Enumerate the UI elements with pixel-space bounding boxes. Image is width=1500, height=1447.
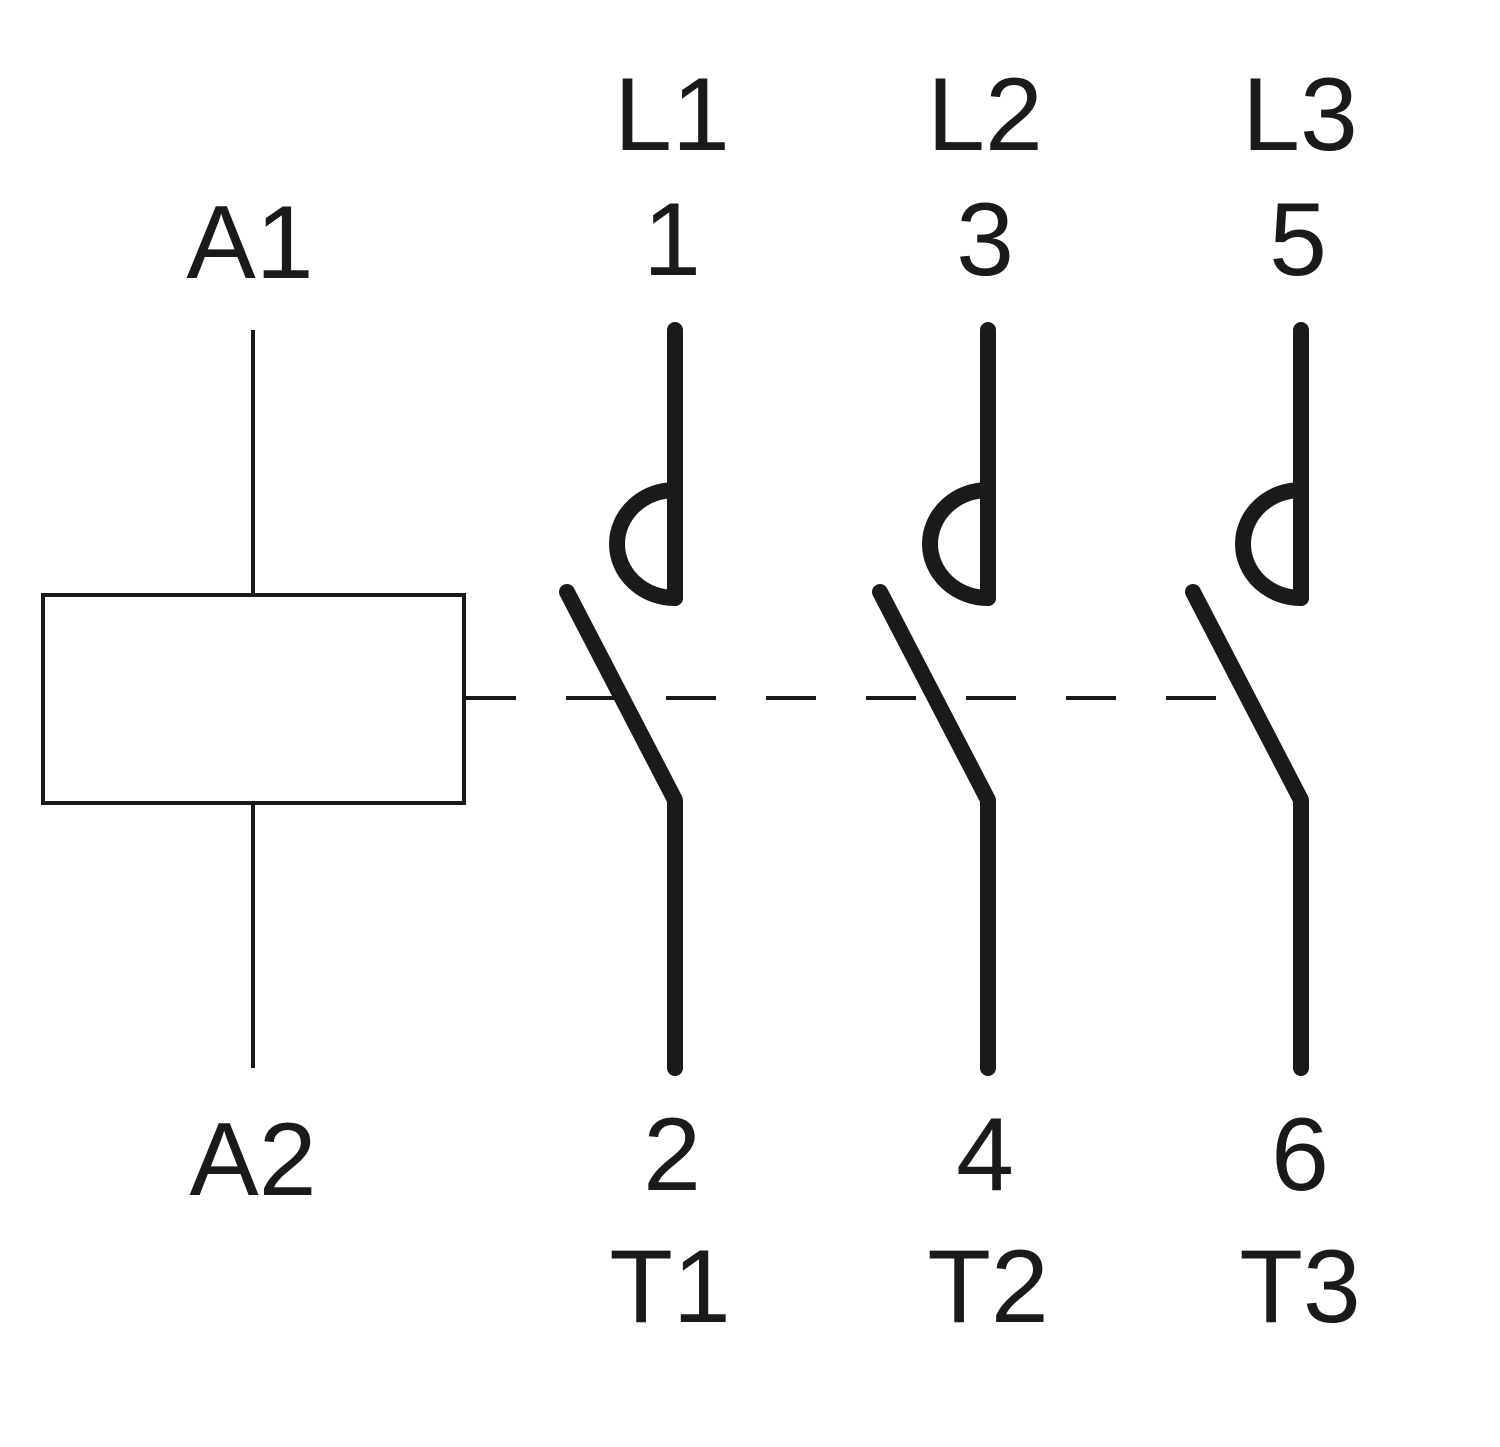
- pole-1-arc-chute: [609, 482, 683, 606]
- pole-2: L2 3 4 T2: [872, 57, 1049, 1345]
- pole-1-bottom-number: 2: [643, 1097, 701, 1213]
- coil-box: [41, 593, 466, 805]
- pole-2-load-label: T2: [927, 1229, 1048, 1345]
- pole-1-moving-contact: [559, 584, 683, 1076]
- pole-1-load-label: T1: [609, 1229, 730, 1345]
- coil: A1 A2: [41, 185, 466, 1218]
- pole-3-moving-contact: [1185, 584, 1309, 1076]
- pole-3-line-label: L3: [1242, 57, 1358, 173]
- pole-1: L1 1 2 T1: [559, 57, 731, 1345]
- pole-2-arc-chute: [922, 482, 996, 606]
- pole-3: L3 5 6 T3: [1185, 57, 1361, 1345]
- pole-2-top-number: 3: [956, 182, 1014, 298]
- coil-terminal-a2: A2: [189, 1102, 316, 1218]
- pole-1-line-label: L1: [614, 57, 730, 173]
- pole-2-moving-contact: [872, 584, 996, 1076]
- pole-3-top-number: 5: [1269, 182, 1327, 298]
- pole-3-bottom-number: 6: [1271, 1097, 1329, 1213]
- coil-terminal-a1: A1: [186, 185, 313, 301]
- pole-2-bottom-number: 4: [956, 1097, 1014, 1213]
- pole-3-load-label: T3: [1239, 1229, 1360, 1345]
- pole-2-line-label: L2: [927, 57, 1043, 173]
- pole-1-top-number: 1: [643, 182, 701, 298]
- pole-3-arc-chute: [1235, 482, 1309, 606]
